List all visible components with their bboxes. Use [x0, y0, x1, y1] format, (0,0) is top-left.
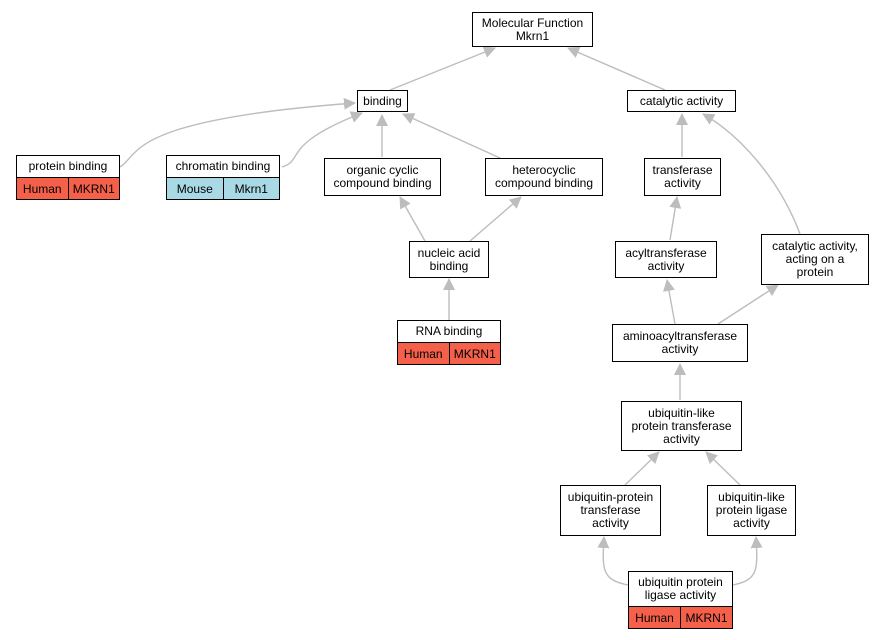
node-protein-binding[interactable]: protein binding	[16, 155, 120, 178]
edge-catalytic-root	[567, 46, 666, 91]
edge-nucleic-acid-organic	[399, 196, 426, 242]
node-molecular-function-root[interactable]: Molecular Function Mkrn1	[472, 12, 593, 47]
node-catalytic-activity-acting-on-protein[interactable]: catalytic activity, acting on a protein	[761, 234, 869, 285]
annotation-species: Human	[398, 343, 449, 364]
edge-protein-binding-binding	[119, 97, 356, 168]
annotation-gene: MKRN1	[67, 178, 119, 199]
node-acyltransferase-activity[interactable]: acyltransferase activity	[615, 241, 717, 278]
edge-binding-root	[389, 46, 496, 91]
node-catalytic-activity[interactable]: catalytic activity	[627, 90, 736, 112]
node-ubiquitin-like-protein-transferase-activity[interactable]: ubiquitin-like protein transferase activ…	[621, 401, 742, 451]
edge-ub-ligase-ub-transferase	[597, 536, 629, 586]
edge-ub-ligase-ubl-ligase	[732, 536, 763, 586]
edge-ubl-ligase-ubl-transferase	[705, 451, 741, 486]
node-rna-binding[interactable]: RNA binding	[397, 320, 501, 343]
node-binding[interactable]: binding	[357, 90, 408, 112]
annotation-gene: MKRN1	[680, 607, 732, 628]
annotation-species: Human	[17, 178, 68, 199]
node-ubiquitin-protein-transferase-activity[interactable]: ubiquitin-protein transferase activity	[560, 485, 661, 536]
edge-nucleic-acid-heterocyclic	[469, 196, 522, 242]
edge-acyltransferase-transferase	[669, 196, 682, 241]
node-organic-cyclic-compound-binding[interactable]: organic cyclic compound binding	[324, 158, 441, 196]
node-heterocyclic-compound-binding[interactable]: heterocyclic compound binding	[485, 158, 603, 196]
node-aminoacyltransferase-activity[interactable]: aminoacyltransferase activity	[612, 324, 748, 362]
edge-aminoacyl-acyltransferase	[663, 279, 676, 325]
annotation-species: Human	[629, 607, 680, 628]
annotation-gene: Mkrn1	[222, 178, 279, 199]
node-chromatin-binding[interactable]: chromatin binding	[166, 155, 280, 178]
edge-heterocyclic-binding	[402, 113, 501, 159]
annotation-protein-binding: Human MKRN1	[16, 178, 120, 200]
annotation-chromatin-binding: Mouse Mkrn1	[166, 178, 280, 200]
node-transferase-activity[interactable]: transferase activity	[644, 158, 721, 196]
edge-chromatin-binding-binding	[281, 111, 363, 168]
edge-catalytic-protein-catalytic	[702, 113, 801, 235]
annotation-rna-binding: Human MKRN1	[397, 343, 501, 365]
node-ubiquitin-protein-ligase-activity[interactable]: ubiquitin protein ligase activity	[628, 571, 733, 607]
annotation-species: Mouse	[167, 178, 223, 199]
edge-aminoacyl-catalytic-protein	[717, 284, 779, 325]
annotation-gene: MKRN1	[448, 343, 500, 364]
annotation-ubiquitin-protein-ligase: Human MKRN1	[628, 607, 733, 629]
node-ubiquitin-like-protein-ligase-activity[interactable]: ubiquitin-like protein ligase activity	[707, 485, 796, 536]
node-nucleic-acid-binding[interactable]: nucleic acid binding	[409, 241, 489, 278]
edge-ub-transferase-ubl-transferase	[624, 451, 660, 486]
